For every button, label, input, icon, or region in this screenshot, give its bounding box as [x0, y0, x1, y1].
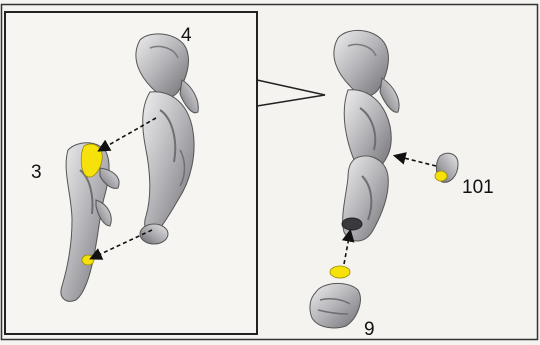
- part-number-3: 3: [31, 163, 42, 182]
- inset-box: [5, 12, 257, 334]
- fist-icon: [310, 266, 360, 328]
- arrow-101: [396, 156, 436, 166]
- assembled-leg-icon: [334, 30, 399, 241]
- part-number-101: 101: [462, 178, 494, 197]
- callout-lines: [257, 80, 325, 106]
- joint-icon: [435, 153, 458, 182]
- part-number-9: 9: [364, 320, 375, 339]
- part-number-4: 4: [181, 26, 192, 45]
